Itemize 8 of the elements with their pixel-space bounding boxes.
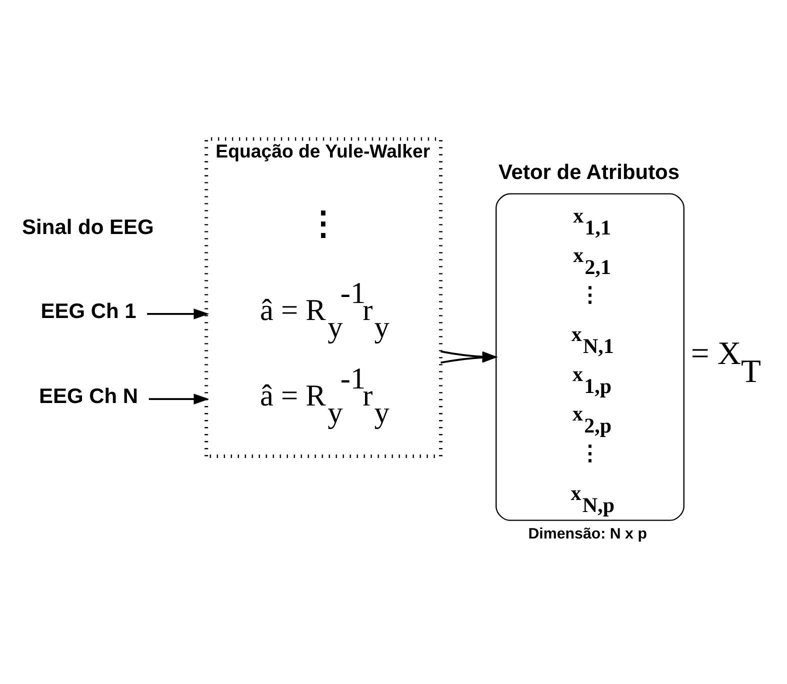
node-text: EEG Ch N (38, 384, 138, 408)
node-text: EEG Ch 1 (40, 299, 136, 322)
label: Sinal do EEG (22, 215, 154, 238)
label: ⋮ (307, 204, 340, 242)
arrow (148, 393, 210, 404)
node-label: Vetor de Atributos (498, 160, 680, 184)
node-label: Dimensão: N x p (528, 524, 647, 542)
arrow (147, 308, 210, 319)
